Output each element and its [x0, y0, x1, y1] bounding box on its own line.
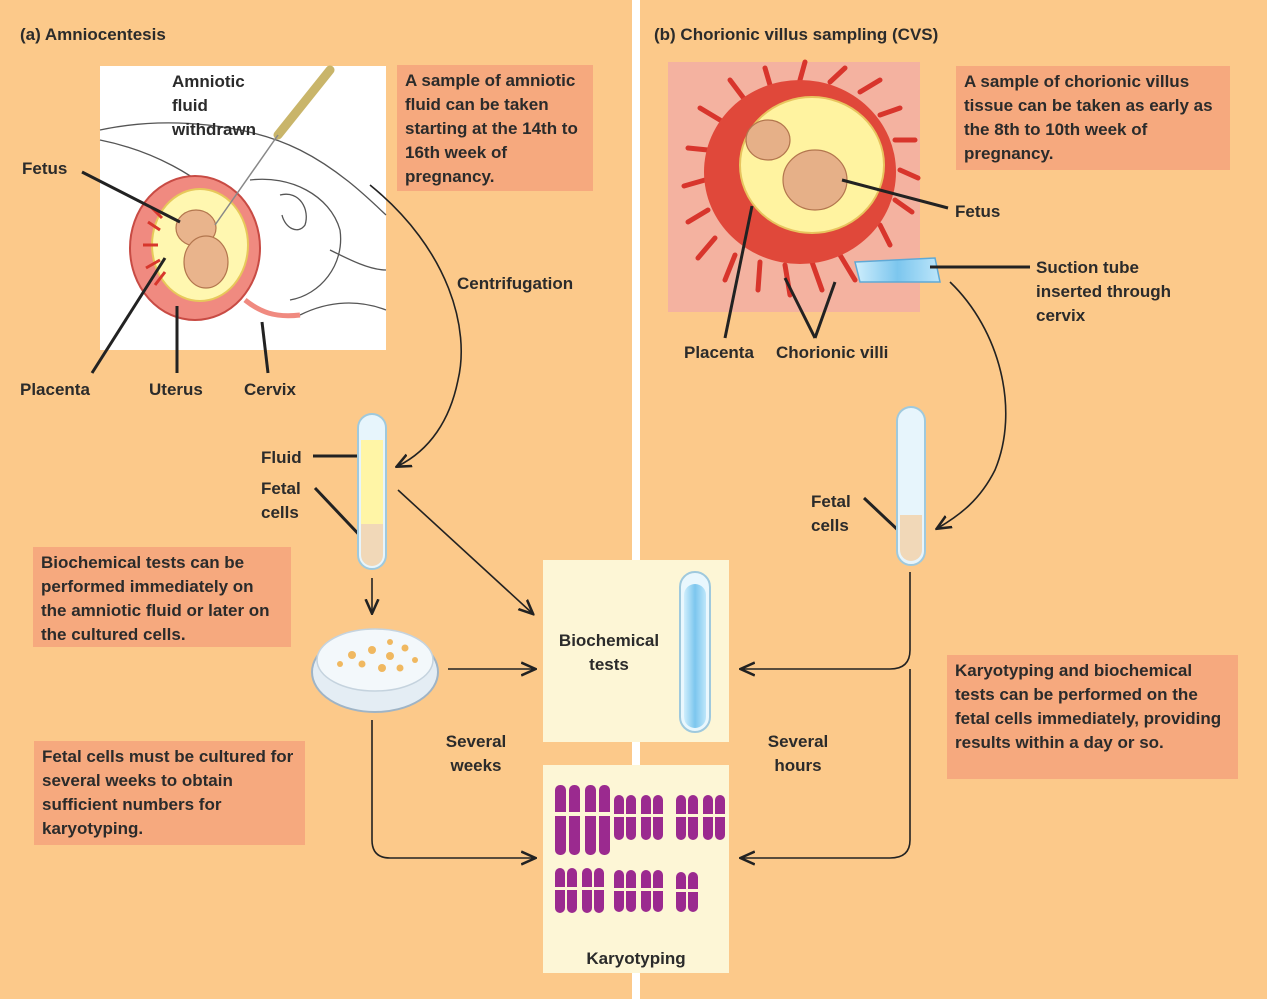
- biochemical-timing-note: Biochemical tests can be performed immed…: [33, 547, 291, 647]
- fluid-label: Fluid: [261, 446, 302, 470]
- fetal-cells-label-b: Fetal cells: [811, 490, 851, 538]
- petri-dish: [312, 629, 438, 712]
- panel-b-title: (b) Chorionic villus sampling (CVS): [654, 23, 938, 47]
- biochemical-test-tube: [680, 572, 710, 732]
- cervix-label: Cervix: [244, 378, 296, 402]
- culture-note: Fetal cells must be cultured for several…: [34, 741, 305, 845]
- suction-tube-label: Suction tube inserted through cervix: [1036, 256, 1171, 328]
- suction-tube: [855, 258, 940, 282]
- flow-arrows-b: [742, 572, 910, 858]
- amnio-timing-note: A sample of amniotic fluid can be taken …: [397, 65, 593, 191]
- test-tube-b: [897, 407, 925, 565]
- fetus-label-b: Fetus: [955, 200, 1000, 224]
- chromosome-pair-3: [676, 795, 725, 840]
- cvs-results-note: Karyotyping and biochemical tests can be…: [947, 655, 1238, 779]
- placenta-label-b: Placenta: [684, 341, 754, 365]
- placenta-label-a: Placenta: [20, 378, 90, 402]
- chromosome-pair-2: [614, 795, 663, 840]
- several-weeks-label: Several weeks: [430, 730, 522, 778]
- several-hours-label: Several hours: [752, 730, 844, 778]
- karyotype-chromosomes: [555, 785, 725, 913]
- chromosome-pair-4: [555, 868, 604, 913]
- cervix-shape: [245, 300, 300, 316]
- uterus-label: Uterus: [149, 378, 203, 402]
- karyotyping-label: Karyotyping: [543, 947, 729, 971]
- cvs-transfer-arrow: [938, 282, 1006, 528]
- cvs-timing-note: A sample of chorionic villus tissue can …: [956, 66, 1230, 170]
- biochemical-tests-label: Biochemical tests: [548, 629, 670, 677]
- centrifugation-label: Centrifugation: [457, 272, 573, 296]
- amniotic-fluid-withdrawn-label: Amniotic fluid withdrawn: [172, 70, 256, 142]
- chorionic-villi-label: Chorionic villi: [776, 341, 888, 365]
- fetal-cells-label-a: Fetal cells: [261, 477, 301, 525]
- panel-a-title: (a) Amniocentesis: [20, 23, 166, 47]
- test-tube-a: [358, 414, 386, 569]
- chromosome-pair-1: [555, 785, 610, 855]
- fetus-label-a: Fetus: [22, 157, 67, 181]
